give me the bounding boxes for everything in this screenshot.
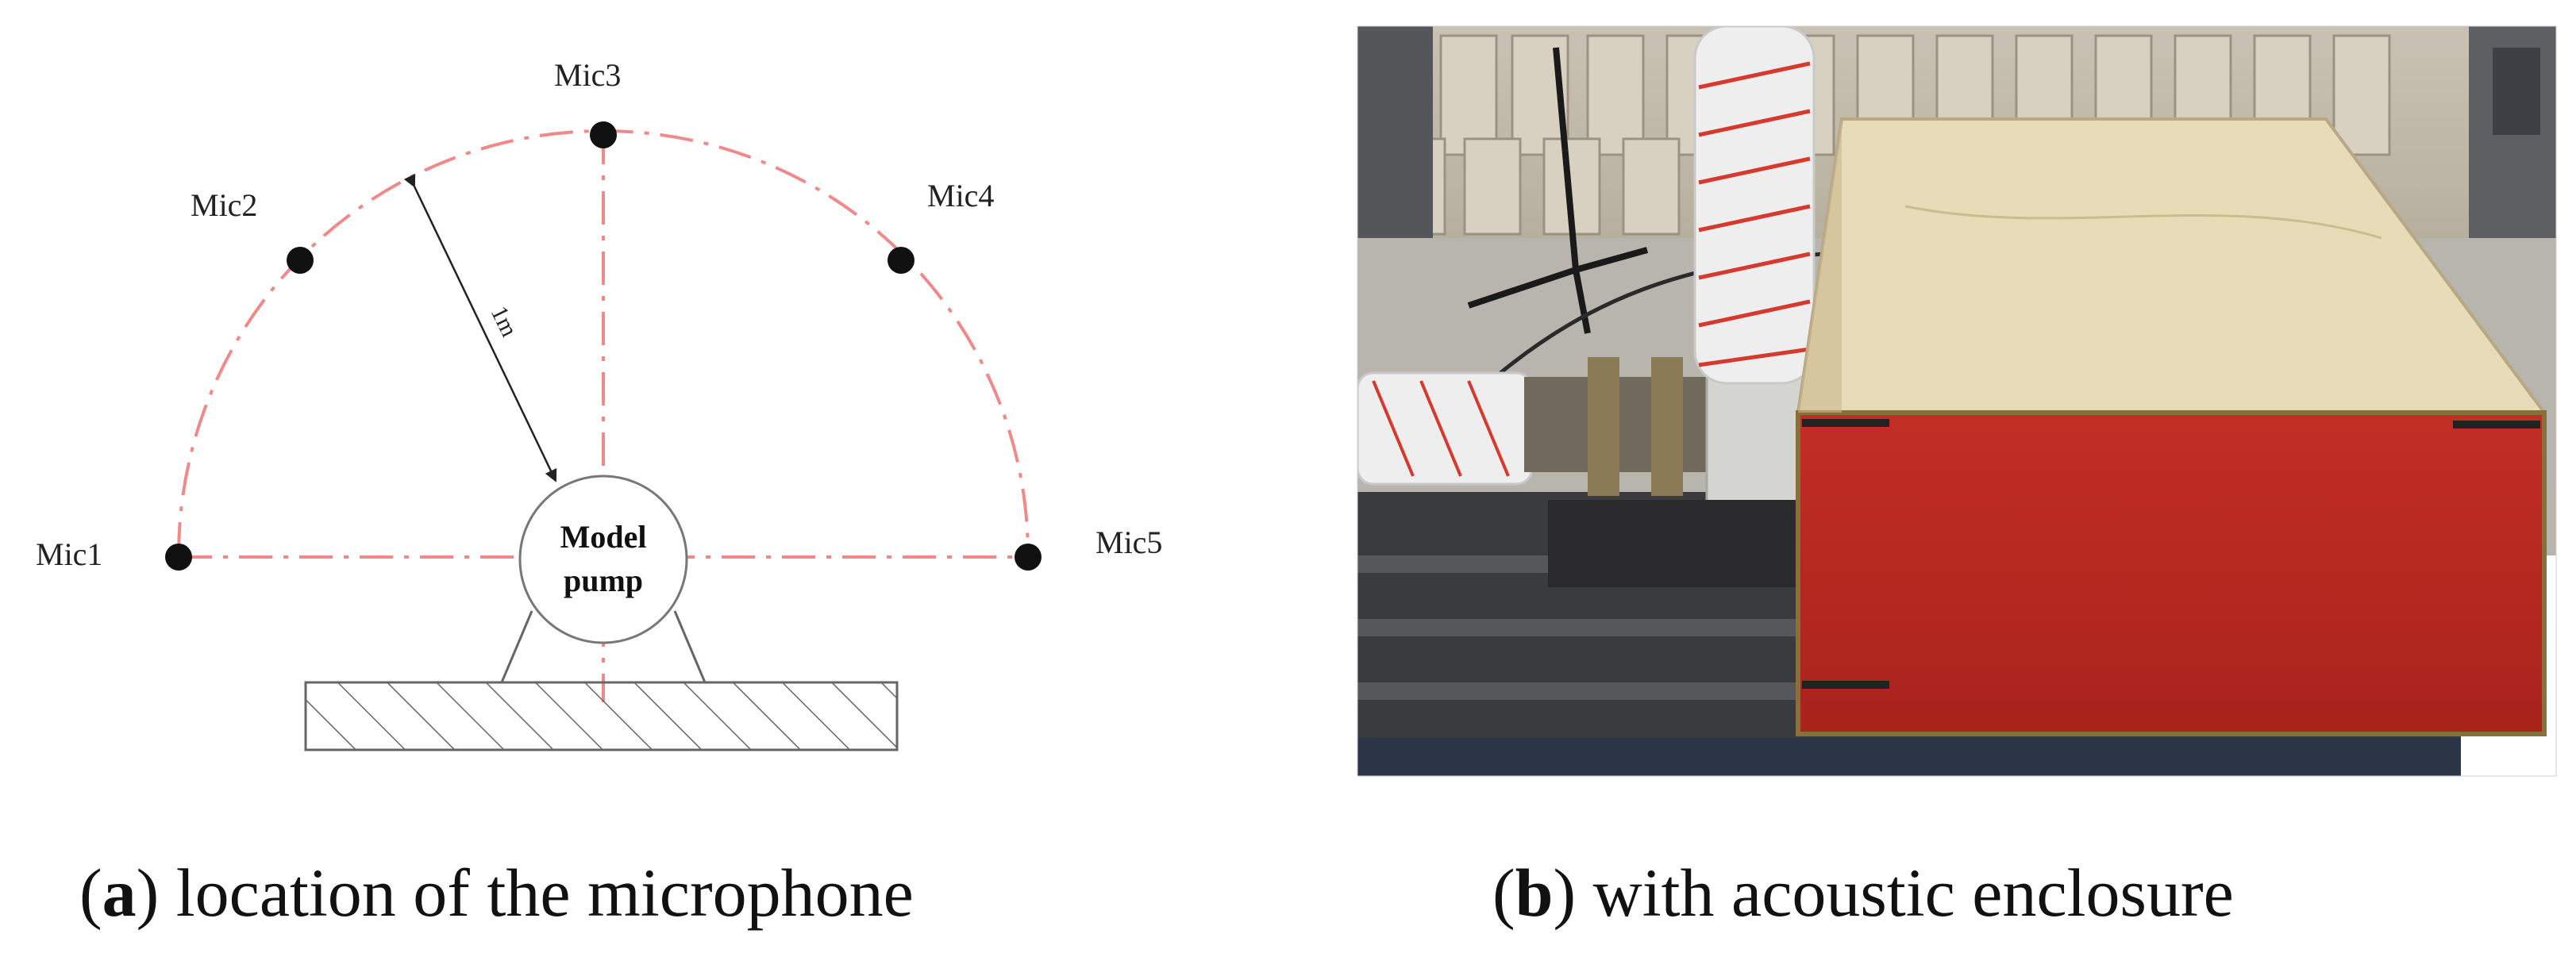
caption-a-text: location of the microphone (159, 855, 914, 931)
microphone-stand (1467, 47, 1649, 334)
outlet-wrap-lines (1698, 61, 1811, 367)
inlet-wrap-lines (1372, 380, 1510, 477)
flange (1588, 357, 1619, 496)
mic1-label: Mic1 (36, 536, 102, 572)
caption-b-letter: b (1515, 855, 1554, 931)
enclosure-photo (1357, 26, 2556, 776)
caption-b: (b) with acoustic enclosure (1492, 855, 2234, 931)
pump-support-left (500, 610, 533, 683)
pump-base (1548, 500, 1810, 587)
bench-base (1357, 738, 2461, 776)
base-plate (304, 681, 899, 751)
pump-support-right (673, 610, 707, 683)
enclosure-front (1796, 410, 2547, 736)
latch (1802, 681, 1889, 689)
outlet-pipe (1693, 26, 1816, 385)
photo-frame (1357, 25, 2557, 777)
mic4-dot (888, 247, 914, 274)
mic4-label: Mic4 (927, 178, 994, 213)
pump-label-line2: pump (564, 563, 643, 598)
mic3-label: Mic3 (554, 57, 621, 93)
pump-label-line1: Model (560, 519, 647, 555)
latch (1802, 419, 1889, 427)
caption-b-text: with acoustic enclosure (1576, 855, 2234, 931)
flange (1651, 357, 1683, 496)
mic2-dot (287, 247, 314, 274)
enclosure-side-shade (1798, 119, 1842, 413)
lid-grain (1904, 205, 2382, 240)
microphone-layout-diagram: Model pump 1m Mic1 Mic2 Mic3 Mic4 Mic5 (36, 57, 1162, 751)
caption-a: (a) location of the microphone (79, 855, 914, 931)
mic5-label: Mic5 (1095, 525, 1162, 560)
model-pump-circle (518, 475, 688, 644)
latch (2453, 421, 2540, 428)
caption-a-letter: a (102, 855, 137, 931)
mic1-dot (165, 544, 192, 571)
mic5-dot (1015, 544, 1042, 571)
equipment-panel (2493, 48, 2540, 135)
coupling (1524, 377, 1723, 472)
mic3-dot (590, 121, 617, 148)
radius-arrow (403, 173, 557, 482)
radius-label: 1m (486, 302, 522, 341)
mic2-label: Mic2 (191, 187, 257, 223)
